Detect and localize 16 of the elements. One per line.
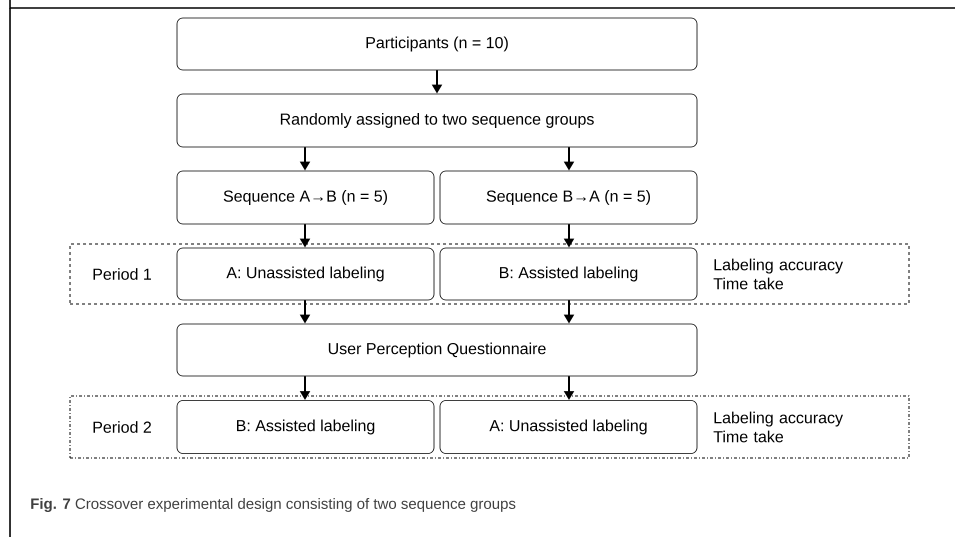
- measure-label: Labeling accuracy Time take: [714, 412, 843, 442]
- period-band: [70, 244, 910, 304]
- process-box: User Perception Questionnaire: [176, 324, 698, 376]
- period-label: Period 2: [94, 421, 151, 433]
- process-box: B: Assisted labeling: [440, 248, 698, 300]
- process-box: Randomly assigned to two sequence groups: [176, 94, 698, 148]
- process-box: Participants (n = 10): [176, 18, 698, 70]
- period-band: [70, 395, 910, 458]
- process-box: Sequence A→B (n = 5): [176, 170, 434, 224]
- process-box: B: Assisted labeling: [176, 400, 434, 454]
- process-box: Sequence B→A (n = 5): [440, 170, 698, 224]
- process-box: A: Unassisted labeling: [176, 248, 434, 300]
- measure-label: Labeling accuracy Time take: [714, 258, 843, 290]
- figure-caption: Fig. 7 Crossover experimental design consisting of two sequence groups: [31, 498, 516, 512]
- process-box: A: Unassisted labeling: [440, 400, 698, 454]
- period-label: Period 1: [94, 268, 151, 280]
